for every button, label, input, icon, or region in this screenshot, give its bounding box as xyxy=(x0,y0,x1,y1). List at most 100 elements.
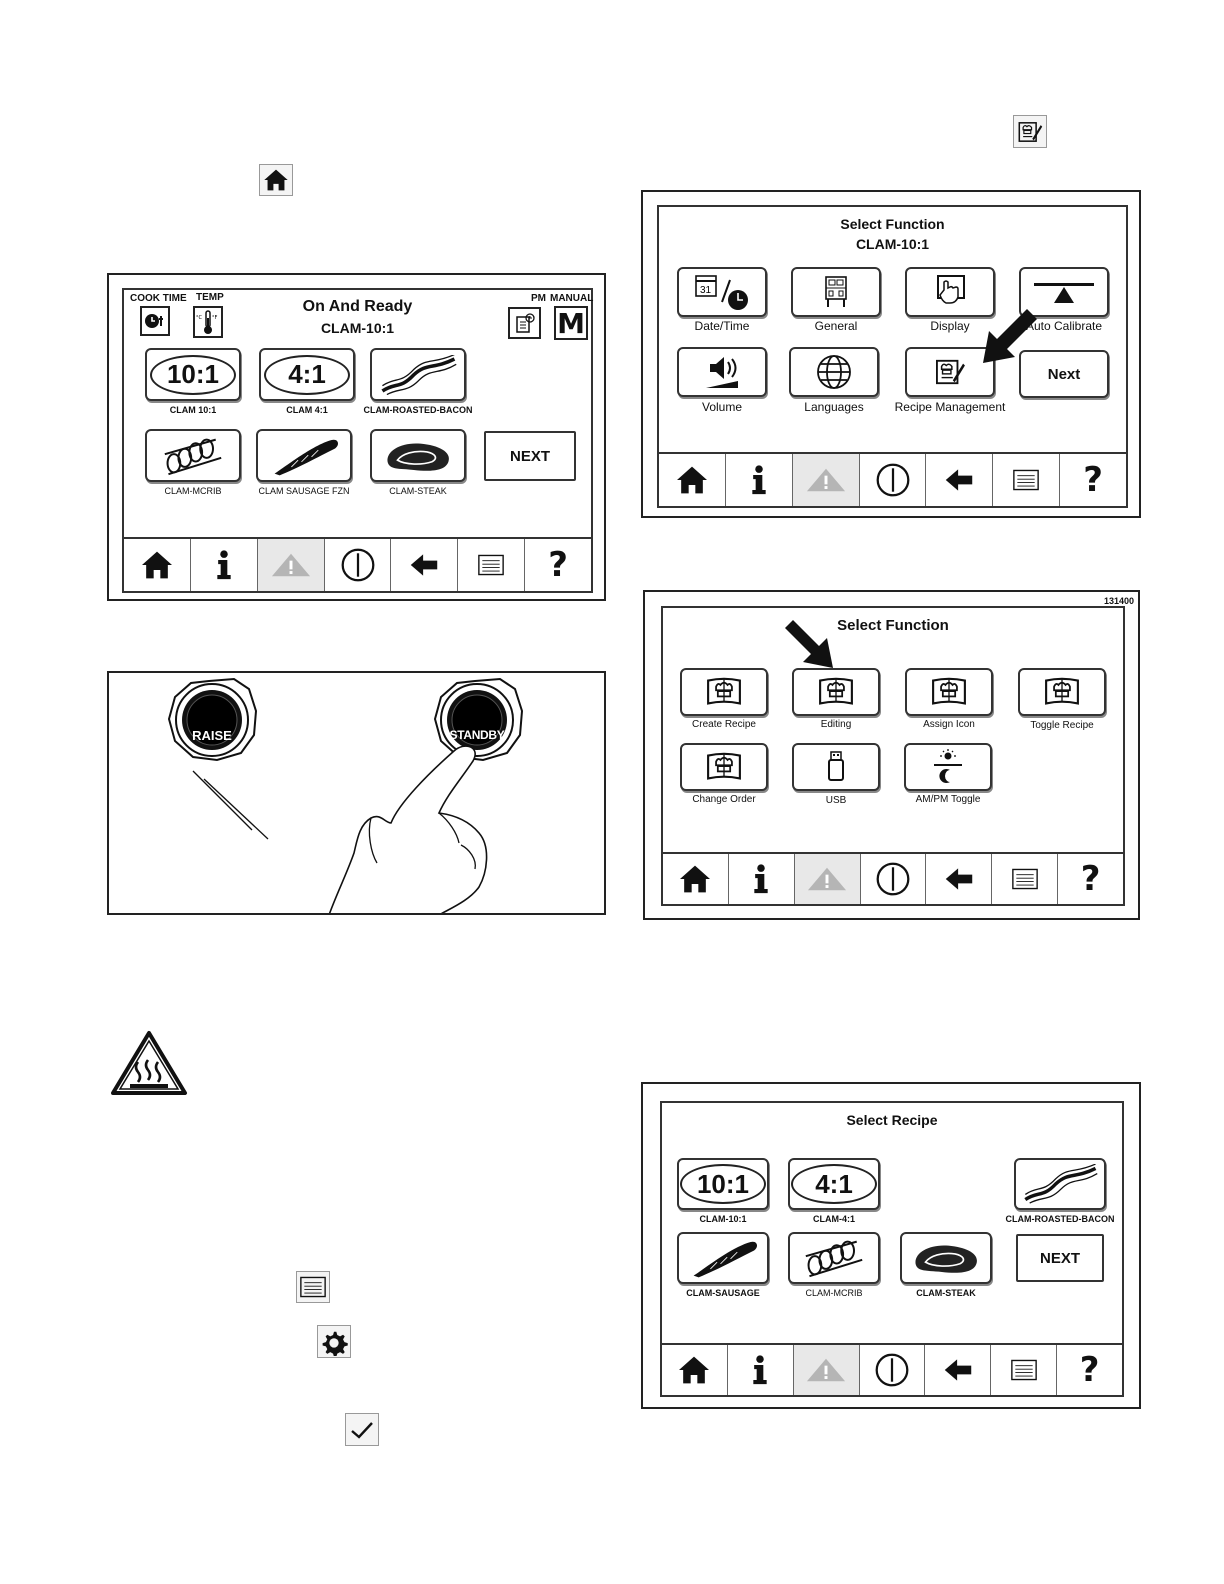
recipe-tile-clam-4-1[interactable]: 4:1 xyxy=(259,348,355,401)
warning-icon xyxy=(805,866,849,892)
recipe-label: CLAM 4:1 xyxy=(286,405,328,415)
nav-info-button[interactable] xyxy=(729,854,795,904)
function-label: Display xyxy=(930,319,970,333)
product-name: CLAM-10:1 xyxy=(320,320,395,336)
recipe-tile-steak[interactable] xyxy=(370,429,466,482)
nav-alert-button[interactable] xyxy=(794,854,861,904)
nav-back-button[interactable] xyxy=(926,854,993,904)
recipe-management-button[interactable] xyxy=(905,347,995,397)
gear-icon xyxy=(317,1325,351,1358)
home-icon xyxy=(678,864,712,894)
nav-alert-button[interactable] xyxy=(793,1345,860,1395)
nav-info-button[interactable] xyxy=(191,539,258,591)
help-icon: ? xyxy=(1080,859,1101,899)
date-time-button[interactable]: 31 xyxy=(677,267,767,317)
nav-power-button[interactable] xyxy=(861,854,927,904)
nav-help-button[interactable]: ? xyxy=(1058,854,1123,904)
nav-menu-button[interactable] xyxy=(991,1345,1058,1395)
change-order-button[interactable] xyxy=(680,743,768,791)
nav-home-button[interactable] xyxy=(662,1345,728,1395)
recipe-book-icon xyxy=(1044,677,1080,707)
next-button[interactable]: NEXT xyxy=(1016,1234,1104,1282)
help-icon: ? xyxy=(548,545,568,585)
nav-alert-button[interactable] xyxy=(257,539,325,591)
recipe-label: CLAM-MCRIB xyxy=(805,1288,863,1298)
nav-power-button[interactable] xyxy=(325,539,392,591)
general-button[interactable] xyxy=(791,267,881,317)
raise-button[interactable]: RAISE xyxy=(192,728,232,743)
nav-menu-button[interactable] xyxy=(458,539,526,591)
next-button[interactable]: NEXT xyxy=(484,431,576,481)
pm-button[interactable] xyxy=(508,307,541,339)
nav-home-button[interactable] xyxy=(659,454,726,506)
recipe-book-icon xyxy=(706,677,742,707)
recipe-label: CLAM-ROASTED-BACON xyxy=(363,405,473,415)
status-title: On And Ready xyxy=(302,298,413,315)
recipe-tile-clam-10-1[interactable]: 10:1 xyxy=(145,348,241,401)
button-panel-figure: RAISE STANDBY xyxy=(107,671,606,915)
nav-power-button[interactable] xyxy=(860,1345,926,1395)
create-recipe-button[interactable] xyxy=(680,668,768,716)
cook-time-label: COOK TIME xyxy=(130,293,187,304)
standby-button[interactable]: STANDBY xyxy=(449,728,505,742)
next-button[interactable]: Next xyxy=(1019,350,1109,398)
menu-icon xyxy=(1011,1359,1037,1381)
select-recipe-screen: Select Recipe 10:1 CLAM-10:1 4:1 CLAM-4:… xyxy=(660,1101,1124,1397)
nav-alert-button[interactable] xyxy=(792,454,860,506)
nav-help-button[interactable]: ? xyxy=(1060,454,1126,506)
nav-back-button[interactable] xyxy=(926,454,994,506)
help-icon: ? xyxy=(1083,460,1103,500)
recipe-tile-clam-4-1[interactable]: 4:1 xyxy=(788,1158,880,1210)
am-pm-toggle-button[interactable] xyxy=(904,743,992,791)
nav-back-button[interactable] xyxy=(925,1345,992,1395)
display-button[interactable] xyxy=(905,267,995,317)
manual-button[interactable]: M xyxy=(554,306,588,340)
recipe-label: CLAM-STEAK xyxy=(389,486,447,496)
touch-display-icon xyxy=(937,275,965,304)
nav-back-button[interactable] xyxy=(391,539,459,591)
auto-calibrate-button[interactable] xyxy=(1019,267,1109,317)
screen-title: Select Function xyxy=(840,216,945,232)
menu-icon xyxy=(478,554,504,576)
volume-button[interactable] xyxy=(677,347,767,397)
info-icon xyxy=(751,864,771,894)
nav-home-button[interactable] xyxy=(663,854,729,904)
screen-title: Select Function xyxy=(837,617,949,634)
nav-bar: ? xyxy=(124,537,591,591)
info-icon xyxy=(749,465,769,495)
recipe-tile-roasted-bacon[interactable] xyxy=(370,348,466,401)
nav-menu-button[interactable] xyxy=(993,454,1061,506)
toggle-recipe-button[interactable] xyxy=(1018,668,1106,716)
home-screen: COOK TIME TEMP °C°F On And Ready CLAM-10… xyxy=(122,288,593,593)
info-icon xyxy=(214,550,234,580)
assign-icon-button[interactable] xyxy=(905,668,993,716)
function-label: Languages xyxy=(804,400,864,414)
nav-help-button[interactable]: ? xyxy=(1057,1345,1122,1395)
recipe-tile-sausage[interactable] xyxy=(256,429,352,482)
recipe-tile-mcrib[interactable] xyxy=(145,429,241,482)
recipe-tile-steak[interactable] xyxy=(900,1232,992,1284)
cook-time-button[interactable] xyxy=(140,306,170,336)
languages-button[interactable] xyxy=(789,347,879,397)
nav-info-button[interactable] xyxy=(728,1345,794,1395)
nav-home-button[interactable] xyxy=(124,539,191,591)
function-label: AM/PM Toggle xyxy=(915,794,981,805)
recipe-label: CLAM 10:1 xyxy=(169,405,217,415)
select-function-screen: Select Function CLAM-10:1 31 Date/Time G… xyxy=(657,205,1128,508)
nav-info-button[interactable] xyxy=(726,454,793,506)
recipe-book-icon xyxy=(706,752,742,782)
nav-power-button[interactable] xyxy=(860,454,927,506)
recipe-tile-clam-10-1[interactable]: 10:1 xyxy=(677,1158,769,1210)
select-function-figure-1: Select Function CLAM-10:1 31 Date/Time G… xyxy=(641,190,1141,518)
recipe-tile-mcrib[interactable] xyxy=(788,1232,880,1284)
rib-icon xyxy=(160,436,226,476)
temp-button[interactable]: °C°F xyxy=(193,306,223,338)
nav-help-button[interactable]: ? xyxy=(525,539,591,591)
nav-menu-button[interactable] xyxy=(992,854,1059,904)
editing-button[interactable] xyxy=(792,668,880,716)
usb-button[interactable] xyxy=(792,743,880,791)
recipe-tile-sausage[interactable] xyxy=(677,1232,769,1284)
power-icon xyxy=(340,547,376,583)
svg-text:°F: °F xyxy=(212,315,218,321)
recipe-tile-roasted-bacon[interactable] xyxy=(1014,1158,1106,1210)
